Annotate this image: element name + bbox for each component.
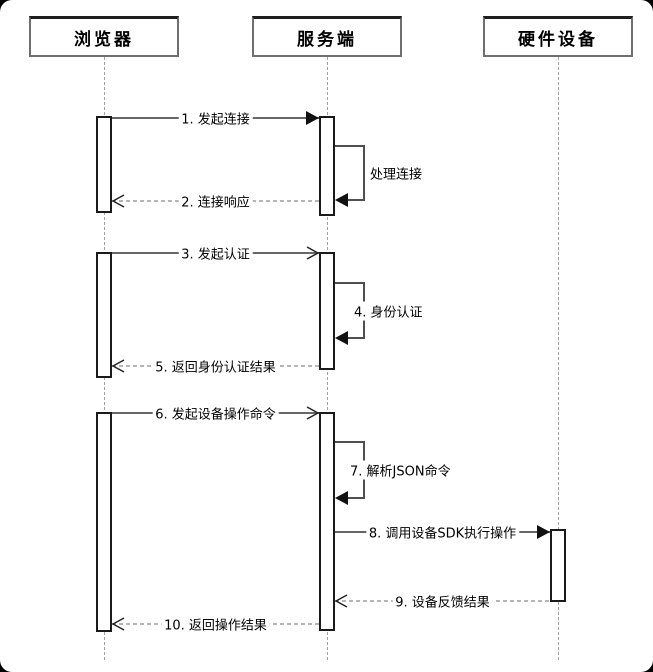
activation-bar-browser bbox=[96, 116, 112, 213]
self-message-line bbox=[346, 497, 365, 499]
participant-label: 服务端 bbox=[297, 29, 357, 50]
activation-bar-server bbox=[319, 412, 335, 631]
arrowhead-filled-icon bbox=[335, 331, 348, 345]
arrowhead-filled-icon bbox=[335, 193, 348, 207]
arrowhead-filled-icon bbox=[537, 525, 550, 539]
participant-label: 硬件设备 bbox=[518, 29, 598, 50]
self-message-line bbox=[335, 441, 365, 443]
self-message-label: 4. 身份认证 bbox=[352, 301, 425, 320]
lifeline-device bbox=[558, 57, 559, 660]
message-label: 8. 调用设备SDK执行操作 bbox=[365, 522, 520, 542]
arrowhead-open-icon bbox=[111, 359, 125, 373]
message-label: 2. 连接响应 bbox=[178, 191, 253, 211]
activation-bar-browser bbox=[96, 252, 112, 378]
activation-bar-device bbox=[550, 529, 566, 602]
self-message-line bbox=[335, 145, 365, 147]
arrowhead-open-icon bbox=[111, 617, 125, 631]
self-message-line bbox=[346, 337, 365, 339]
message-label: 1. 发起连接 bbox=[178, 108, 253, 128]
participant-box-browser: 浏览器 bbox=[29, 16, 179, 57]
arrowhead-open-icon bbox=[334, 594, 348, 608]
message-label: 5. 返回身份认证结果 bbox=[152, 356, 279, 376]
arrowhead-open-icon bbox=[306, 406, 320, 420]
self-message-line bbox=[363, 146, 365, 200]
activation-bar-browser bbox=[96, 412, 112, 632]
arrowhead-filled-icon bbox=[306, 111, 319, 125]
message-label: 10. 返回操作结果 bbox=[161, 614, 270, 634]
self-message-label: 7. 解析JSON命令 bbox=[348, 460, 453, 480]
arrowhead-filled-icon bbox=[335, 491, 348, 505]
self-message-label: 处理连接 bbox=[368, 163, 425, 183]
participant-label: 浏览器 bbox=[74, 29, 134, 50]
message-label: 6. 发起设备操作命令 bbox=[152, 403, 279, 423]
participant-box-server: 服务端 bbox=[252, 16, 402, 57]
self-message-line bbox=[346, 199, 365, 201]
activation-bar-server bbox=[319, 116, 335, 216]
message-label: 3. 发起认证 bbox=[178, 243, 253, 263]
message-label: 9. 设备反馈结果 bbox=[392, 591, 493, 611]
activation-bar-server bbox=[319, 252, 335, 370]
self-message-line bbox=[335, 282, 365, 284]
arrowhead-open-icon bbox=[306, 246, 320, 260]
participant-box-device: 硬件设备 bbox=[483, 16, 633, 57]
arrowhead-open-icon bbox=[111, 194, 125, 208]
